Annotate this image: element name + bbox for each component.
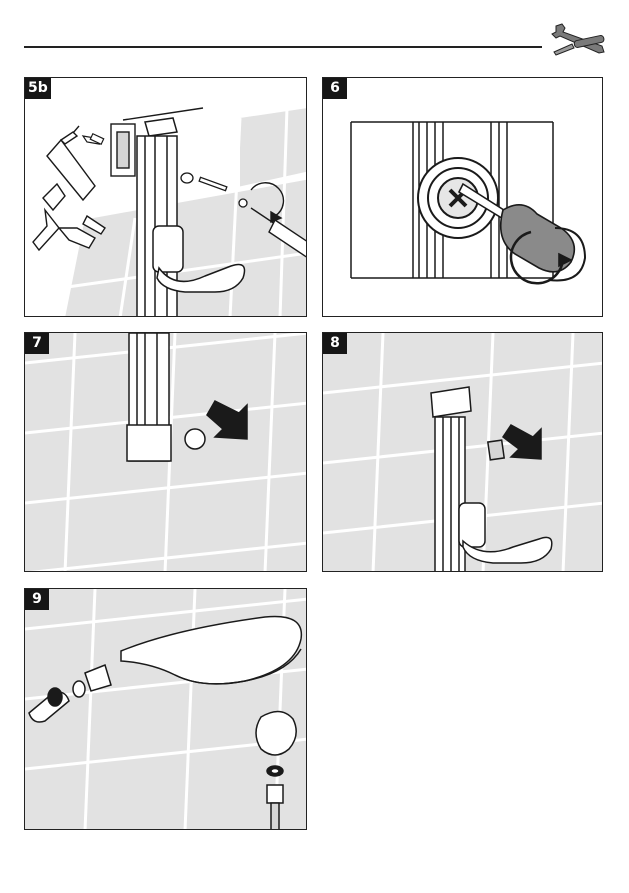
step-7-illustration bbox=[25, 333, 307, 572]
step-8-illustration bbox=[323, 333, 603, 572]
step-9-panel: 9 bbox=[24, 588, 307, 830]
step-5b-illustration bbox=[25, 78, 307, 317]
step-5b-panel: 5b bbox=[24, 77, 307, 317]
step-9-illustration bbox=[25, 589, 307, 830]
step-number-badge: 9 bbox=[25, 589, 49, 610]
step-number-badge: 8 bbox=[323, 333, 347, 354]
step-8-panel: 8 bbox=[322, 332, 603, 572]
wrench-screwdriver-icon bbox=[550, 22, 608, 58]
step-7-panel: 7 bbox=[24, 332, 307, 572]
step-number-badge: 7 bbox=[25, 333, 49, 354]
step-number-badge: 6 bbox=[323, 78, 347, 99]
step-6-illustration bbox=[323, 78, 603, 317]
step-number-badge: 5b bbox=[25, 78, 51, 99]
header-rule bbox=[24, 46, 542, 48]
step-6-panel: 6 bbox=[322, 77, 603, 317]
